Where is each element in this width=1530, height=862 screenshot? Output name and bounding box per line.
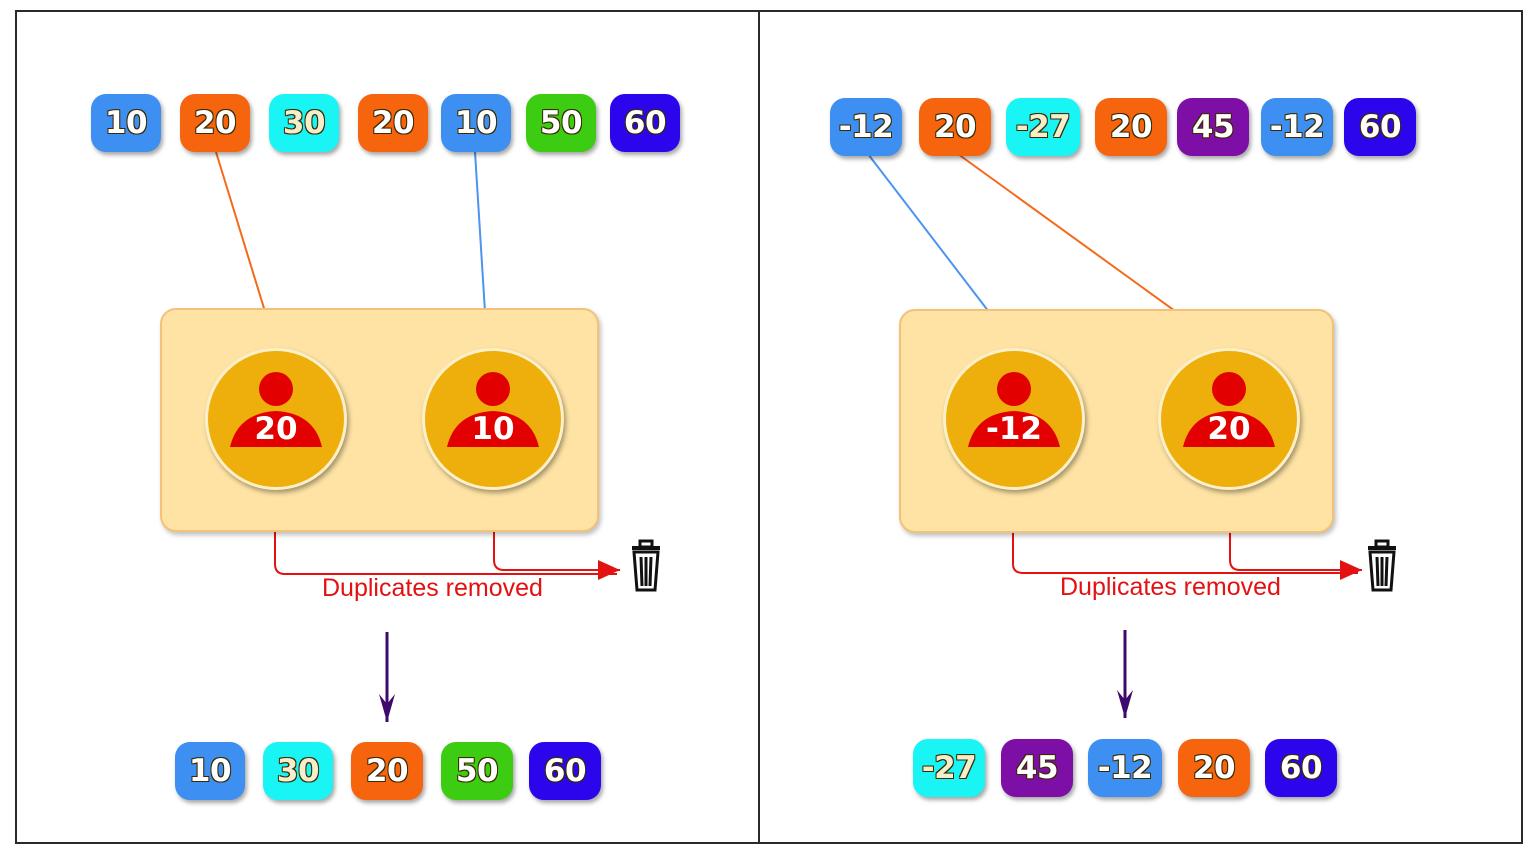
output-chip: -12: [1088, 739, 1162, 797]
input-chip: 60: [1344, 98, 1416, 156]
input-chip: 50: [526, 94, 596, 152]
token-value: 20: [1207, 411, 1251, 447]
arrow-down-left-head: [379, 694, 395, 722]
duplicates-removed-label: Duplicates removed: [322, 574, 543, 602]
right-panel: -12 20 -27 20 45 -12 60 -12 20 Duplicate…: [758, 12, 1521, 842]
input-chip: 20: [180, 94, 250, 152]
input-chip: 60: [610, 94, 680, 152]
token-value: 20: [254, 411, 298, 447]
input-chip: 20: [1095, 98, 1167, 156]
output-chip: 60: [529, 742, 601, 800]
token-value: 10: [471, 411, 515, 447]
token-value: -12: [985, 411, 1042, 447]
arrow-down-right-head: [1117, 690, 1133, 718]
output-chip: 45: [1001, 739, 1073, 797]
person-icon: [968, 372, 1060, 447]
input-chip: -27: [1006, 98, 1080, 156]
duplicate-token: 10: [422, 348, 564, 490]
output-chip: 20: [1178, 739, 1250, 797]
duplicates-removed-label: Duplicates removed: [1060, 573, 1281, 601]
duplicate-token: 20: [1158, 348, 1300, 490]
person-icon: [1183, 372, 1275, 447]
duplicate-token: -12: [943, 348, 1085, 490]
input-chip: -12: [1261, 98, 1333, 156]
output-chip: 60: [1265, 739, 1337, 797]
input-chip: 30: [269, 94, 339, 152]
input-chip: 20: [358, 94, 428, 152]
output-chip: 20: [351, 742, 423, 800]
person-icon: [230, 372, 322, 447]
diagram-frame: 10 20 30 20 10 50 60 20 10 Duplicates re…: [15, 10, 1523, 844]
left-panel: 10 20 30 20 10 50 60 20 10 Duplicates re…: [17, 12, 760, 842]
input-chip: 10: [441, 94, 511, 152]
output-chip: -27: [913, 739, 985, 797]
duplicate-token: 20: [205, 348, 347, 490]
input-chip: -12: [830, 98, 902, 156]
person-icon: [447, 372, 539, 447]
input-chip: 10: [91, 94, 161, 152]
input-chip: 45: [1177, 98, 1249, 156]
input-chip: 20: [919, 98, 991, 156]
output-chip: 50: [441, 742, 513, 800]
output-chip: 10: [175, 742, 245, 800]
output-chip: 30: [263, 742, 333, 800]
